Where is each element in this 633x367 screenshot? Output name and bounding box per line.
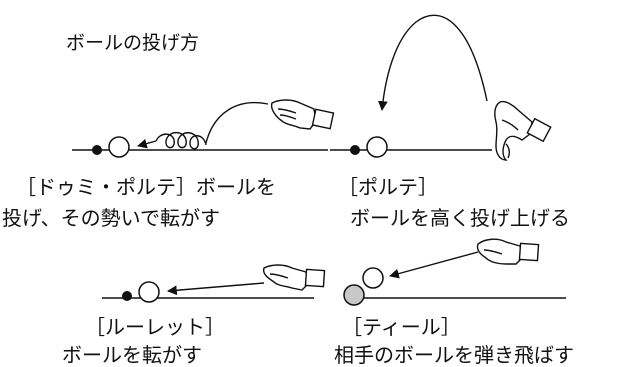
roulette-arrow — [167, 282, 265, 296]
tir-target-ball — [343, 284, 365, 306]
demi-portee-description: 投げ、その勢いで転がす — [2, 206, 220, 230]
portee-illustration — [330, 14, 552, 161]
demi-portee-arrow — [137, 138, 157, 149]
hand-icon — [262, 264, 326, 291]
portee-throw-arc — [378, 14, 488, 111]
roulette-illustration — [102, 264, 326, 303]
demi-portee-roll-path — [155, 131, 207, 150]
demi-portee-ball — [108, 136, 130, 158]
roulette-target-jack — [122, 291, 132, 301]
roulette-ball — [138, 281, 160, 303]
portee-ball — [366, 136, 388, 158]
tir-arrow — [389, 251, 479, 279]
tir-thrown-ball — [362, 267, 384, 289]
roulette-description: ボールを転がす — [62, 343, 202, 367]
tir-name: ［ティール］ — [342, 315, 461, 339]
hand-icon — [476, 238, 540, 265]
demi-portee-target-jack — [92, 145, 102, 155]
portee-target-jack — [350, 145, 360, 155]
demi-portee-throw-arc — [205, 102, 269, 144]
tir-description: 相手のボールを弾き飛ばす — [334, 343, 574, 367]
tir-illustration — [343, 238, 566, 306]
hand-icon — [494, 100, 552, 161]
portee-name: ［ポルテ］ — [338, 175, 438, 199]
demi-portee-name: ［ドゥミ・ポルテ］ボールを — [16, 175, 276, 199]
demi-portee-illustration — [72, 99, 335, 158]
diagram-title: ボールの投げ方 — [66, 32, 200, 54]
portee-description: ボールを高く投げ上げる — [350, 206, 570, 230]
hand-icon — [270, 99, 335, 130]
roulette-name: ［ルーレット］ — [85, 315, 225, 339]
